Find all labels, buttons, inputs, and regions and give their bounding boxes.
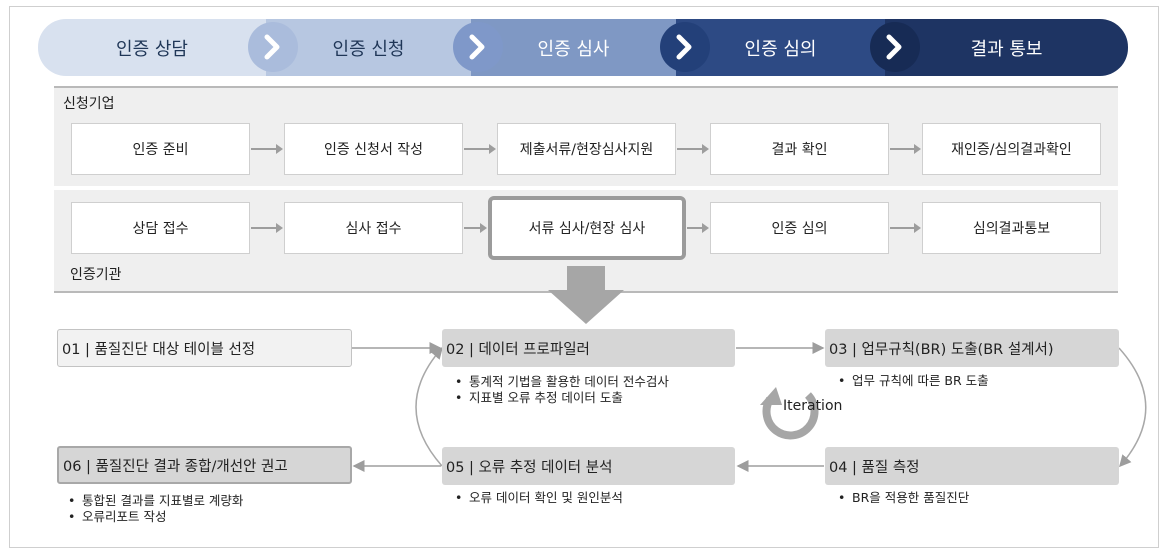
top-step-2: 인증 신청 bbox=[266, 19, 471, 76]
chevron-right-icon bbox=[660, 22, 710, 72]
agency-box-3-highlighted: 서류 심사/현장 심사 bbox=[488, 196, 686, 260]
top-step-2-label: 인증 신청 bbox=[332, 38, 405, 60]
step-02-bullets: 통계적 기법을 활용한 데이터 전수검사 지표별 오류 추정 데이터 도출 bbox=[455, 374, 669, 406]
certification-step-bar: 인증 상담 인증 신청 인증 심사 인증 심의 결과 통보 bbox=[38, 19, 1128, 76]
list-item: 지표별 오류 추정 데이터 도출 bbox=[455, 390, 669, 406]
iteration-cycle-icon bbox=[760, 387, 819, 440]
top-step-4-label: 인증 심의 bbox=[744, 38, 817, 60]
iteration-label: Iteration bbox=[783, 398, 843, 414]
diagram-frame bbox=[9, 6, 1159, 548]
arrow-right-icon bbox=[890, 223, 921, 233]
arrow-right-icon bbox=[464, 223, 487, 233]
bullet-text: 업무 규칙에 따른 BR 도출 bbox=[852, 373, 989, 388]
step-06-box: 06 | 품질진단 결과 종합/개선안 권고 bbox=[57, 446, 352, 484]
agency-box-1: 상담 접수 bbox=[71, 202, 250, 254]
top-step-3: 인증 심사 bbox=[471, 19, 676, 76]
arrow-right-icon bbox=[251, 144, 283, 154]
list-item: 통계적 기법을 활용한 데이터 전수검사 bbox=[455, 374, 669, 390]
list-item: BR을 적용한 품질진단 bbox=[838, 490, 969, 506]
arrow-right-icon bbox=[464, 144, 496, 154]
arrow-right-icon bbox=[687, 223, 709, 233]
list-item: 오류 데이터 확인 및 원인분석 bbox=[455, 490, 623, 506]
arrow-right-icon bbox=[890, 144, 921, 154]
top-step-3-label: 인증 심사 bbox=[537, 38, 610, 60]
chevron-right-icon bbox=[453, 22, 503, 72]
arrow-right-icon bbox=[677, 144, 709, 154]
down-arrow-icon bbox=[548, 266, 624, 324]
step-05-box: 05 | 오류 추정 데이터 분석 bbox=[442, 447, 735, 485]
step-04-box: 04 | 품질 측정 bbox=[825, 447, 1119, 485]
bullet-text: 오류리포트 작성 bbox=[82, 509, 167, 524]
bullet-text: 통계적 기법을 활용한 데이터 전수검사 bbox=[469, 374, 669, 389]
bullet-text: BR을 적용한 품질진단 bbox=[852, 490, 970, 505]
step-04-bullets: BR을 적용한 품질진단 bbox=[838, 490, 969, 506]
agency-box-4: 인증 심의 bbox=[710, 202, 889, 254]
applicant-box-1: 인증 준비 bbox=[71, 123, 250, 175]
top-step-1: 인증 상담 bbox=[38, 19, 266, 76]
list-item: 오류리포트 작성 bbox=[68, 509, 243, 525]
step-03-box: 03 | 업무규칙(BR) 도출(BR 설계서) bbox=[825, 329, 1119, 367]
agency-label: 인증기관 bbox=[70, 267, 122, 283]
top-step-5: 결과 통보 bbox=[885, 19, 1128, 76]
bullet-text: 지표별 오류 추정 데이터 도출 bbox=[469, 390, 623, 405]
applicant-box-3: 제출서류/현장심사지원 bbox=[497, 123, 676, 175]
step-03-bullets: 업무 규칙에 따른 BR 도출 bbox=[838, 373, 989, 389]
applicant-box-4: 결과 확인 bbox=[710, 123, 889, 175]
top-step-4: 인증 심의 bbox=[676, 19, 885, 76]
bullet-text: 통합된 결과를 지표별로 계량화 bbox=[82, 493, 244, 508]
bullet-text: 오류 데이터 확인 및 원인분석 bbox=[469, 490, 623, 505]
step-06-bullets: 통합된 결과를 지표별로 계량화 오류리포트 작성 bbox=[68, 493, 243, 525]
step-01-box: 01 | 품질진단 대상 테이블 선정 bbox=[57, 329, 352, 367]
step-05-bullets: 오류 데이터 확인 및 원인분석 bbox=[455, 490, 623, 506]
list-item: 업무 규칙에 따른 BR 도출 bbox=[838, 373, 989, 389]
step-02-box: 02 | 데이터 프로파일러 bbox=[442, 329, 735, 367]
chevron-right-icon bbox=[248, 22, 298, 72]
top-step-5-label: 결과 통보 bbox=[970, 38, 1043, 60]
agency-box-5: 심의결과통보 bbox=[922, 202, 1101, 254]
chevron-right-icon bbox=[870, 22, 920, 72]
applicant-box-2: 인증 신청서 작성 bbox=[284, 123, 463, 175]
top-step-1-label: 인증 상담 bbox=[116, 38, 188, 60]
applicant-box-5: 재인증/심의결과확인 bbox=[922, 123, 1101, 175]
list-item: 통합된 결과를 지표별로 계량화 bbox=[68, 493, 243, 509]
agency-box-2: 심사 접수 bbox=[284, 202, 463, 254]
arrow-right-icon bbox=[251, 223, 283, 233]
applicant-label: 신청기업 bbox=[63, 96, 115, 112]
